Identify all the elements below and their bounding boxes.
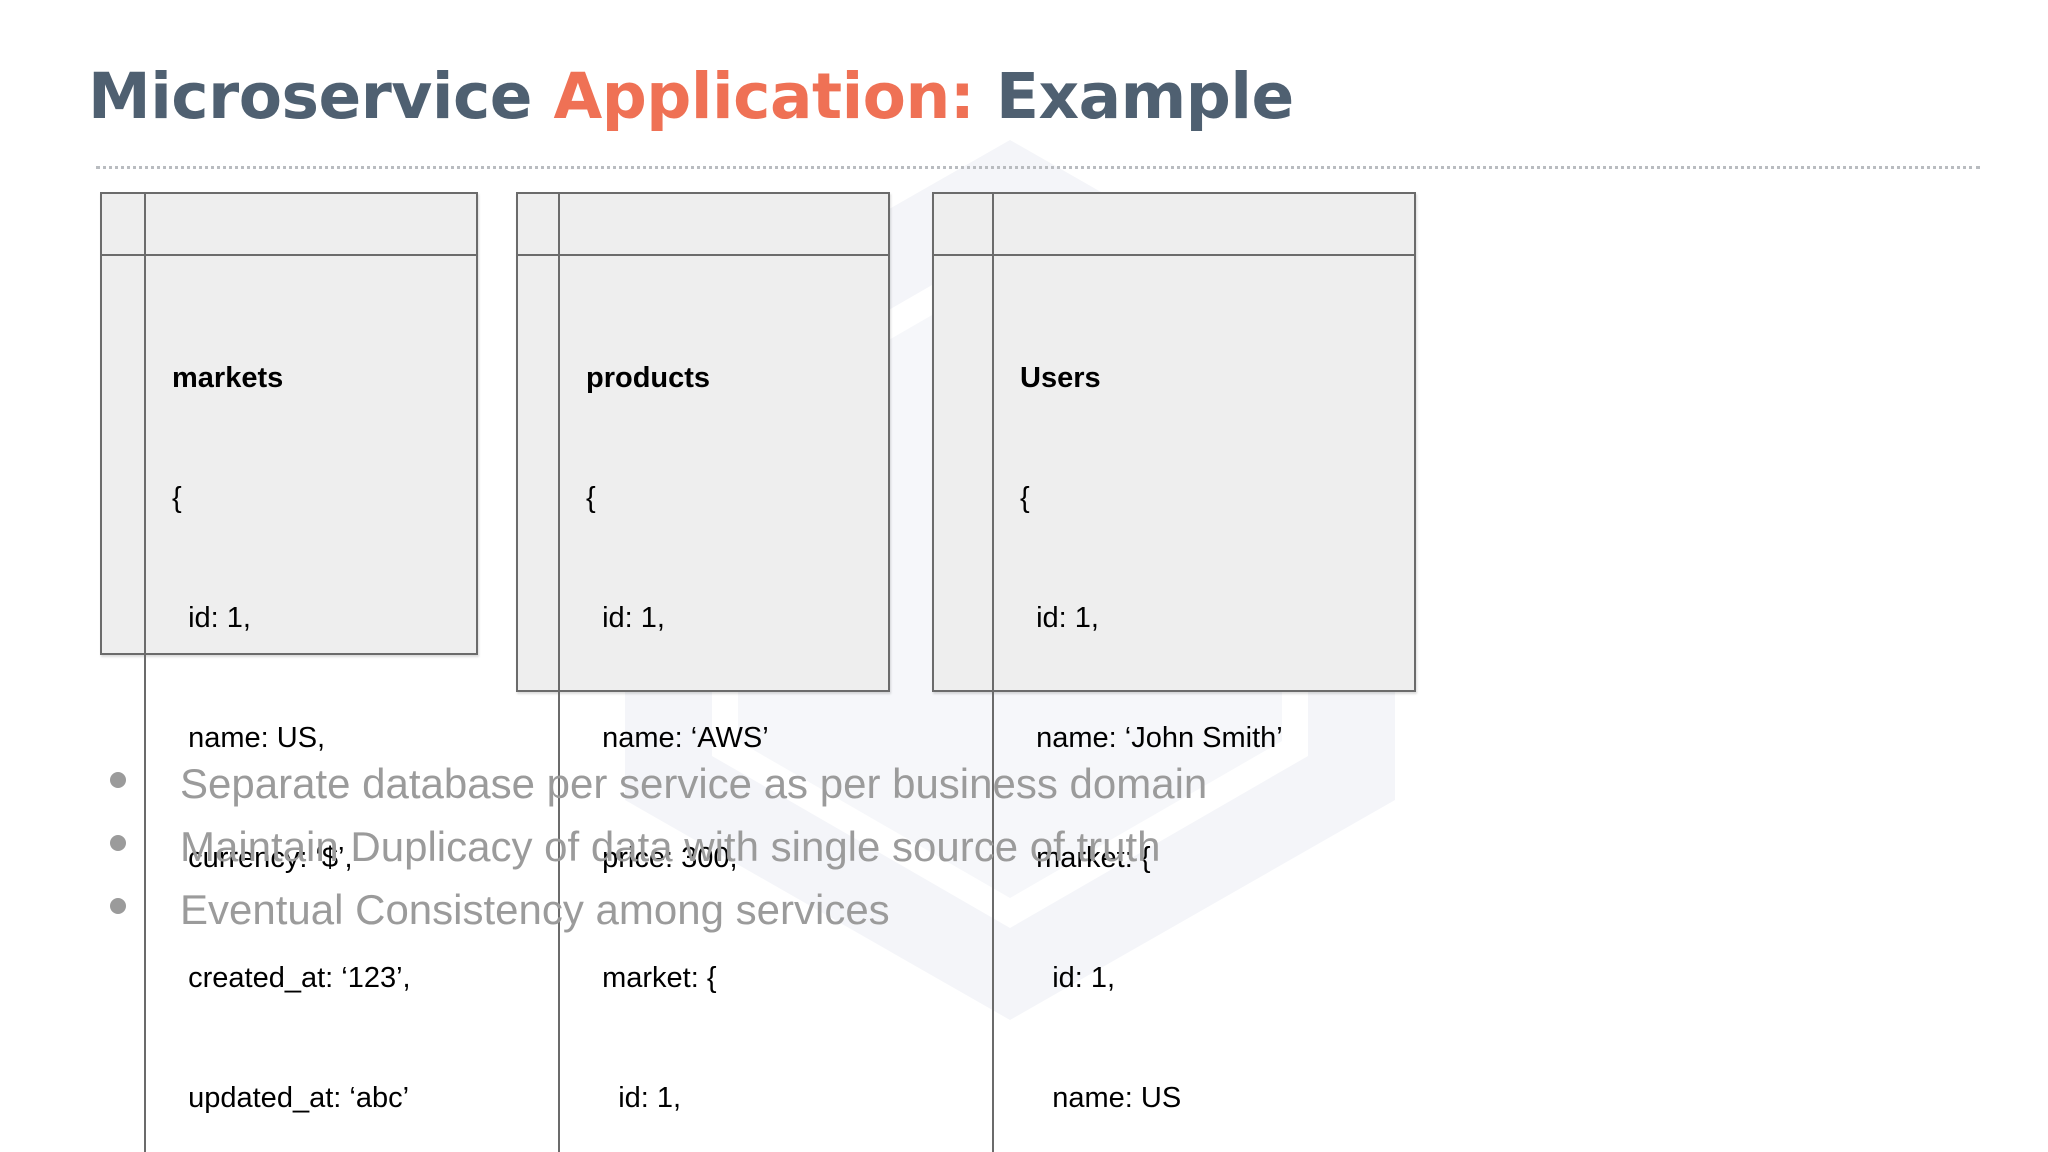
bullet-dot-icon [110,772,126,788]
entity-json-block-users: Users { id: 1, name: ‘John Smith’ market… [994,256,1414,1152]
code-line: currency: ‘$’, [172,842,353,874]
list-item-label: Eventual Consistency among services [180,886,890,933]
code-line: id: 1, [586,1082,682,1114]
bullet-dot-icon [110,898,126,914]
entity-json-block-products: products { id: 1, name: ‘AWS’ price: 300… [560,256,888,1152]
card-body-content-cell: products { id: 1, name: ‘AWS’ price: 300… [560,256,888,1152]
code-line: id: 1, [586,602,665,634]
card-header-row-markets [102,194,476,256]
bullet-dot-icon [110,835,126,851]
code-line: id: 1, [1020,602,1099,634]
card-body-row-users: Users { id: 1, name: ‘John Smith’ market… [934,256,1414,1152]
entity-name-products: products [586,362,711,394]
card-header-content-cell [994,194,1414,254]
list-item: Maintain Duplicacy of data with single s… [110,815,1207,878]
key-points-list: Separate database per service as per bus… [110,752,1207,941]
card-body-gutter-cell [518,256,560,1152]
entity-card-markets: markets { id: 1, name: US, currency: ‘$’… [100,192,478,1152]
code-line: id: 1, [172,602,251,634]
code-line: name: US [1020,1082,1182,1114]
code-line: { [172,482,182,514]
code-line: name: US, [172,722,326,754]
title-word-application: Application: [553,60,975,133]
title-word-example: Example [995,60,1294,133]
card-body-row-markets: markets { id: 1, name: US, currency: ‘$’… [102,256,476,1152]
card-header-gutter-cell [934,194,994,254]
list-item-label: Maintain Duplicacy of data with single s… [180,823,1161,870]
title-word-microservice: Microservice [88,60,533,133]
card-header-gutter-cell [518,194,560,254]
code-line: created_at: ‘123’, [172,962,411,994]
page-title: Microservice Application: Example [88,60,1294,133]
entity-card-products: products { id: 1, name: ‘AWS’ price: 300… [516,192,890,1152]
card-header-gutter-cell [102,194,146,254]
card-header-row-products [518,194,888,256]
entity-card-users: Users { id: 1, name: ‘John Smith’ market… [932,192,1416,1152]
list-item: Separate database per service as per bus… [110,752,1207,815]
slide-title-text: Microservice Application: Example [88,60,1294,133]
code-line: { [1020,482,1030,514]
list-item-label: Separate database per service as per bus… [180,760,1208,807]
entity-name-users: Users [1020,362,1101,394]
title-space-2 [975,60,996,133]
card-body-gutter-cell [934,256,994,1152]
code-line: id: 1, [1020,962,1116,994]
code-line: market: { [586,962,717,994]
title-space-1 [532,60,553,133]
code-line: updated_at: ‘abc’ [172,1082,410,1114]
code-line: { [586,482,596,514]
card-header-content-cell [146,194,476,254]
card-body-content-cell: Users { id: 1, name: ‘John Smith’ market… [994,256,1414,1152]
card-body-row-products: products { id: 1, name: ‘AWS’ price: 300… [518,256,888,1152]
entity-json-block-markets: markets { id: 1, name: US, currency: ‘$’… [146,256,476,1152]
card-body-gutter-cell [102,256,146,1152]
entity-name-markets: markets [172,362,284,394]
card-header-row-users [934,194,1414,256]
card-header-content-cell [560,194,888,254]
list-item: Eventual Consistency among services [110,878,1207,941]
card-body-content-cell: markets { id: 1, name: US, currency: ‘$’… [146,256,476,1152]
